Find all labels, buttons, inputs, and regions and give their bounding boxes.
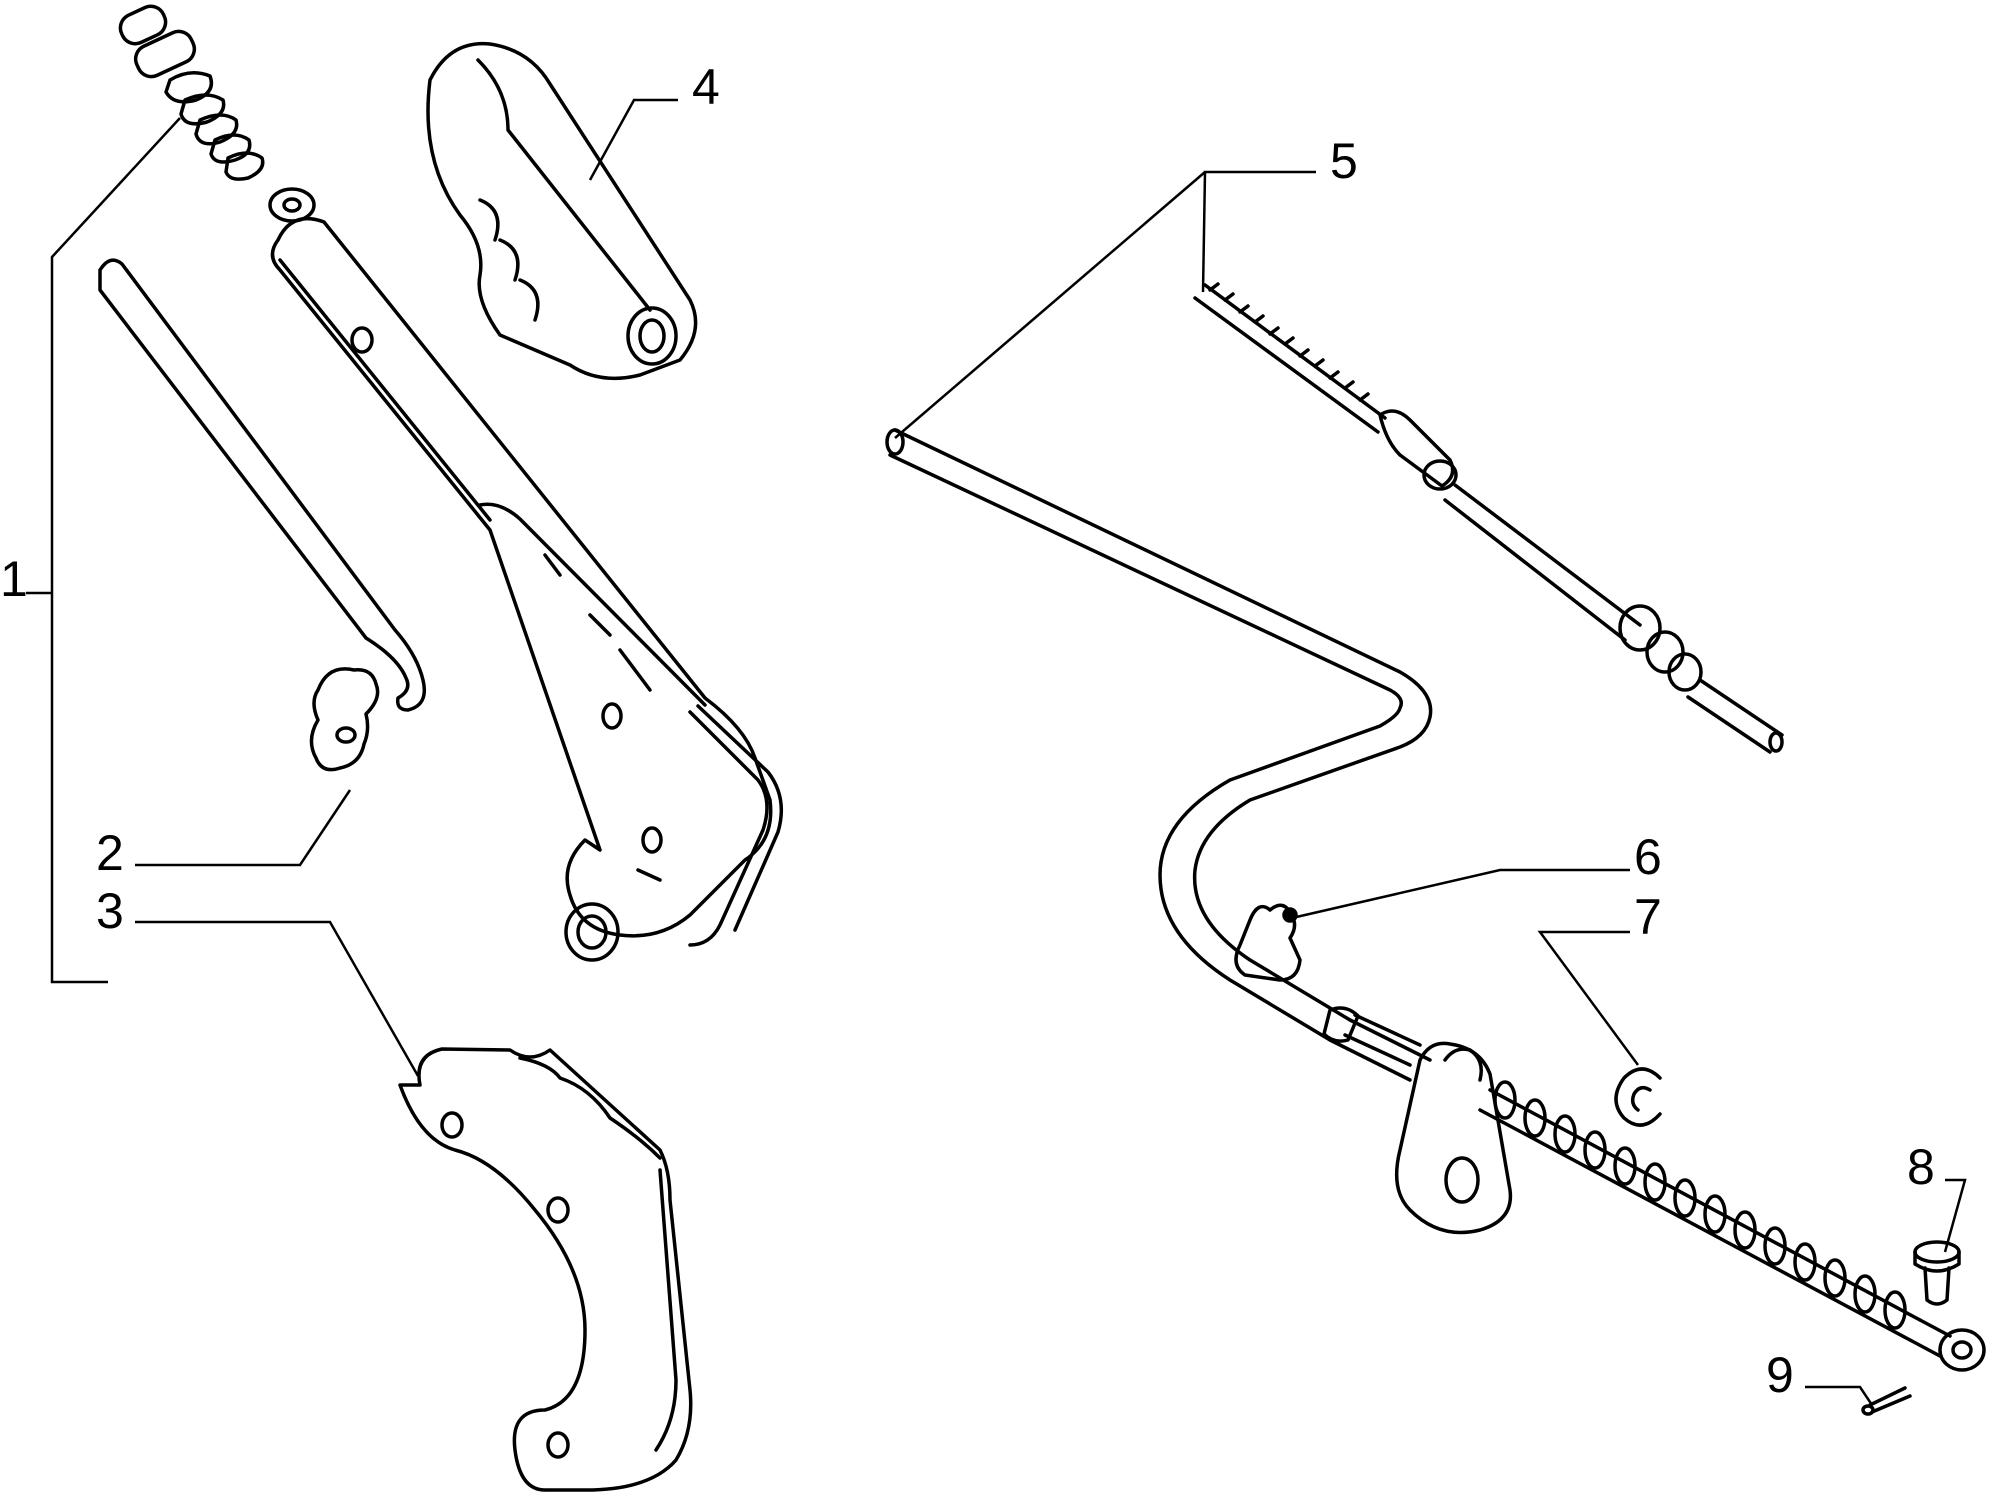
rear-cable-part: [885, 428, 1986, 1372]
callout-2: 2: [96, 825, 124, 881]
leader-5b: [894, 171, 1206, 439]
leader-2: [135, 789, 352, 867]
leader-lines: [26, 98, 1967, 1406]
leader-7: [1537, 930, 1640, 1066]
callout-1: 1: [0, 551, 28, 607]
spring-coils: [1493, 1080, 1907, 1330]
leader-3: [135, 920, 420, 1077]
front-cable-part: [1193, 282, 1784, 754]
release-rod-part: [98, 258, 427, 712]
pawl-part: [309, 667, 380, 772]
handbrake-lever-part: [118, 4, 784, 962]
callout-6: 6: [1634, 829, 1662, 885]
callout-5: 5: [1330, 133, 1358, 189]
callout-9: 9: [1766, 1347, 1794, 1403]
leader-5: [1201, 170, 1316, 293]
leader-4: [588, 98, 678, 181]
toothed-sector-part: [398, 1047, 693, 1492]
leader-8: [1943, 1178, 1967, 1253]
circlip-part: [1614, 1067, 1662, 1127]
callout-7: 7: [1634, 889, 1662, 945]
pin-part: [1913, 1240, 1961, 1306]
callout-8: 8: [1907, 1139, 1935, 1195]
callout-4: 4: [692, 59, 720, 115]
callout-labels: 1 2 3 4 5 6 7 8 9: [0, 59, 1935, 1403]
leader-9: [1805, 1385, 1874, 1406]
leader-6: [1291, 868, 1630, 920]
leader-1: [50, 117, 181, 984]
grip-part: [426, 41, 698, 381]
callout-3: 3: [96, 883, 124, 939]
split-pin-part: [1861, 1386, 1912, 1416]
